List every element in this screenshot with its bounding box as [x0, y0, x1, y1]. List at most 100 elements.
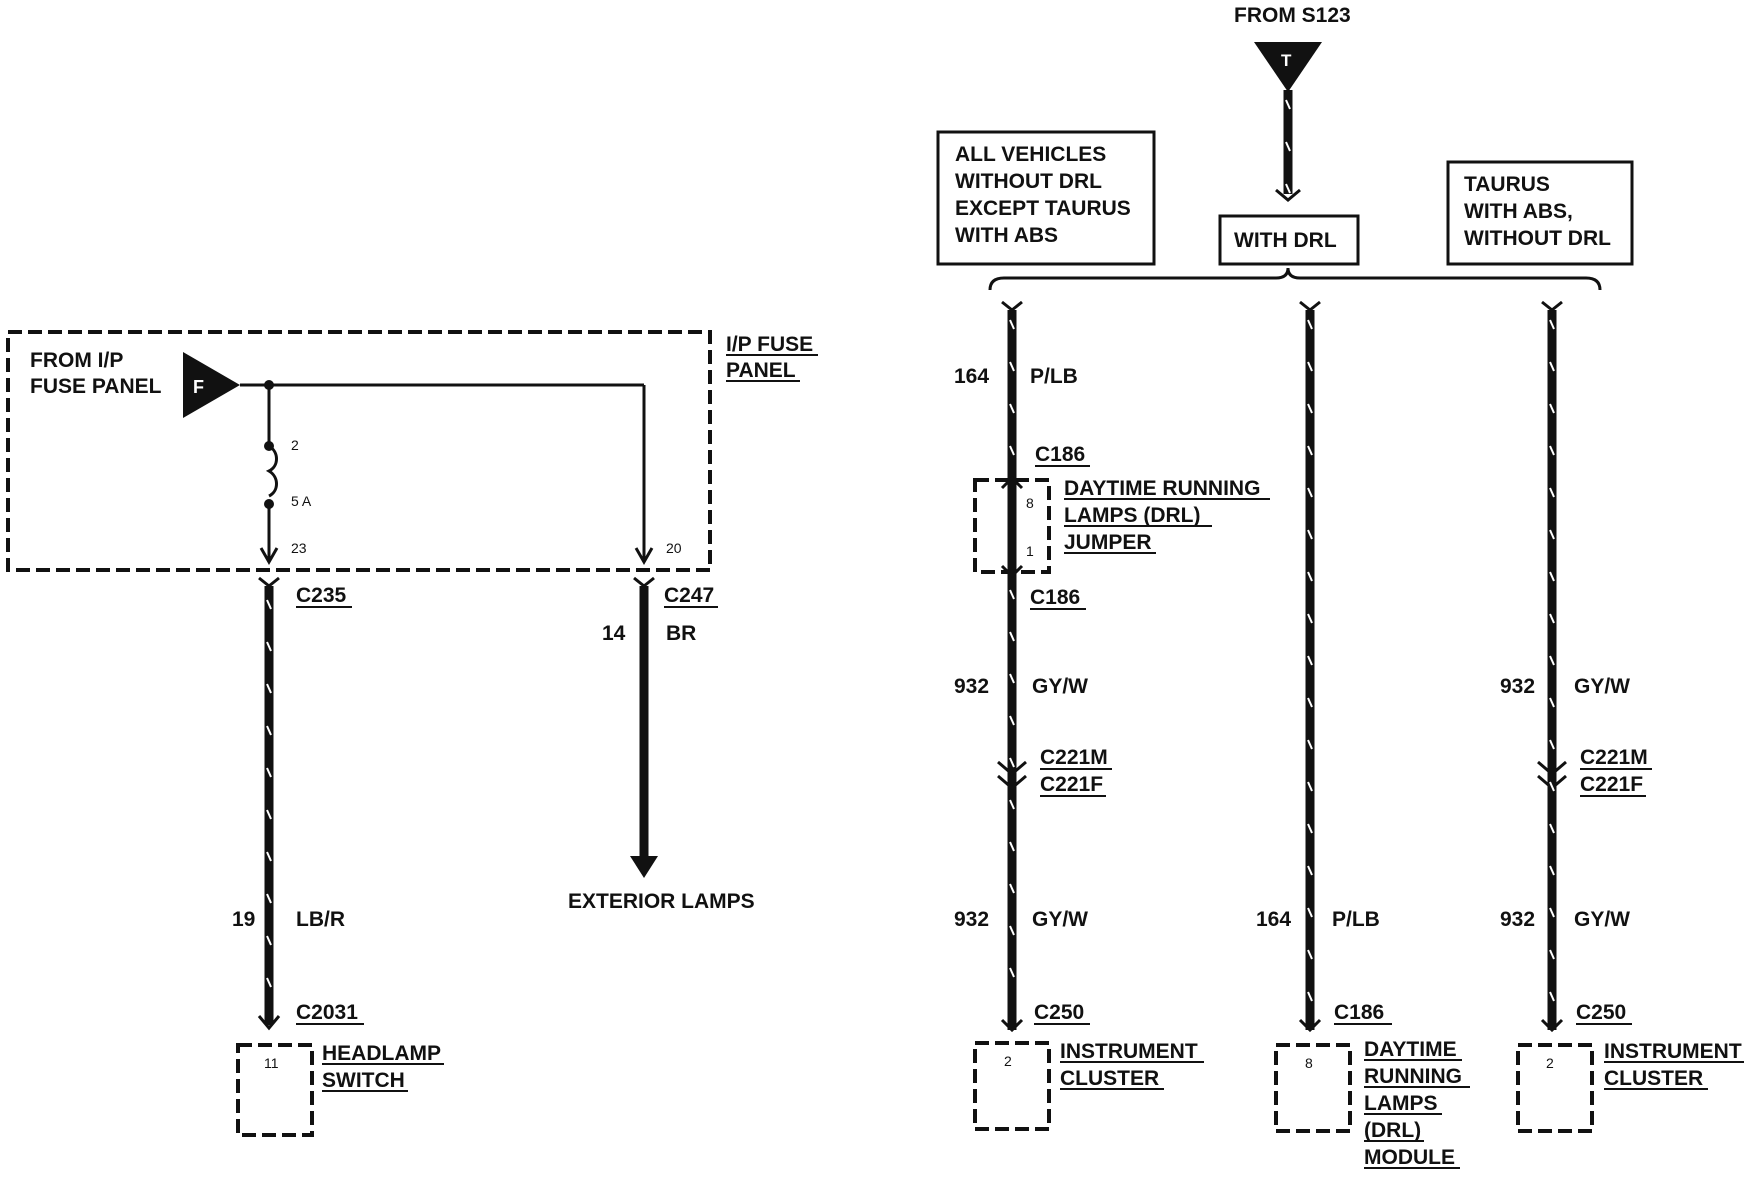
headlamp-switch-box: [236, 1043, 314, 1137]
wire-tick: [1009, 925, 1015, 936]
wire-tick: [266, 809, 272, 820]
branch-c-circuit-2: 932: [1500, 908, 1535, 931]
instrument-cluster-a-pin: 2: [1004, 1053, 1012, 1069]
wire-tick: [1549, 319, 1555, 330]
branch-c: 932 GY/W C221M C221F 932 GY/W C250 2 INS…: [1500, 300, 1744, 1133]
fuse-panel: FROM I/P FUSE PANEL F 2 5 A 23 20 I/P FU…: [6, 330, 818, 572]
instrument-cluster-c-label-2: CLUSTER: [1604, 1067, 1703, 1090]
wire-tick: [1549, 949, 1555, 960]
fuse-source-label-1: FROM I/P: [30, 349, 123, 372]
drl-module-label-1: DAYTIME: [1364, 1038, 1457, 1061]
branch-a-color-1: P/LB: [1030, 365, 1078, 388]
wire-tick: [1009, 841, 1015, 852]
wire-tick: [1009, 715, 1015, 726]
wire-tick: [1549, 361, 1555, 372]
wire-tick: [1307, 319, 1313, 330]
fuse-source-triangle-icon: [183, 352, 240, 418]
wire-tick: [1307, 487, 1313, 498]
wire-tick: [1307, 613, 1313, 624]
variant-conditions: ALL VEHICLES WITHOUT DRL EXCEPT TAURUS W…: [936, 130, 1634, 291]
instrument-cluster-c-pin: 2: [1546, 1055, 1554, 1071]
wire-tick: [1009, 799, 1015, 810]
instrument-cluster-a-label-2: CLUSTER: [1060, 1067, 1159, 1090]
wire-tick: [1549, 529, 1555, 540]
headlamp-switch-label-2: SWITCH: [322, 1069, 405, 1092]
drl-module-pin: 8: [1305, 1055, 1313, 1071]
wire-tick: [1307, 655, 1313, 666]
splice-label: FROM S123: [1234, 4, 1351, 27]
branch-a-circuit-2: 932: [954, 675, 989, 698]
wire-color-lbr: LB/R: [296, 908, 345, 931]
branch-a-color-2: GY/W: [1032, 675, 1088, 698]
connector-c2031: C2031: [296, 1001, 358, 1024]
exterior-lamps-arrow-icon: [630, 856, 658, 878]
wire-tick: [266, 683, 272, 694]
wire-tick: [1307, 907, 1313, 918]
branch-a-connector-c250: C250: [1034, 1001, 1084, 1024]
wire-tick: [1009, 403, 1015, 414]
branch-a: 164 P/LB C186 8 1 DAYTIME RUNNING LAMPS …: [954, 300, 1270, 1131]
circuit-number-19: 19: [232, 908, 255, 931]
variant-brace: [988, 267, 1602, 291]
fuse-pin-out: 23: [291, 540, 307, 556]
drl-module-label-4: (DRL): [1364, 1119, 1421, 1142]
drl-module-label-2: RUNNING: [1364, 1065, 1462, 1088]
branch-c-inline-f: C221F: [1580, 773, 1643, 796]
fuse-panel-box: [6, 330, 712, 572]
wire-tick: [1307, 865, 1313, 876]
branch-c-color-1: GY/W: [1574, 675, 1630, 698]
wire-tick: [1285, 141, 1291, 152]
branch-a-inline-f: C221F: [1040, 773, 1103, 796]
drl-jumper-label-1: DAYTIME RUNNING: [1064, 477, 1260, 500]
wire-tick: [1307, 949, 1313, 960]
fuse-pin-in: 2: [291, 437, 299, 453]
wire-tick: [1307, 697, 1313, 708]
wire-tick: [1549, 655, 1555, 666]
variant-a-line-3: EXCEPT TAURUS: [955, 197, 1131, 220]
headlamp-switch-pin: 11: [264, 1055, 279, 1071]
fuse-source-label-2: FUSE PANEL: [30, 375, 162, 398]
wire-tick: [1549, 823, 1555, 834]
wire-tick: [1307, 991, 1313, 1002]
wire-tick: [1009, 967, 1015, 978]
branch-c-connector-c250: C250: [1576, 1001, 1626, 1024]
wire-tick: [1307, 823, 1313, 834]
variant-a-line-2: WITHOUT DRL: [955, 170, 1102, 193]
instrument-cluster-c-box: [1516, 1043, 1594, 1133]
wire-tick: [1307, 403, 1313, 414]
wire-tick: [1307, 361, 1313, 372]
wire-tick: [1285, 183, 1291, 194]
wire-tick: [1549, 907, 1555, 918]
fuse-element-icon: [265, 444, 278, 498]
wire-tick: [1307, 529, 1313, 540]
wire-color-br: BR: [666, 622, 696, 645]
wire-tick: [266, 725, 272, 736]
branch-a-inline-m: C221M: [1040, 746, 1108, 769]
branch-c-color-2: GY/W: [1574, 908, 1630, 931]
variant-c-line-1: TAURUS: [1464, 173, 1550, 196]
branch-a-circuit-1: 164: [954, 365, 989, 388]
wire-tick: [1549, 865, 1555, 876]
branch-b-circuit: 164: [1256, 908, 1291, 931]
wire-tick: [266, 599, 272, 610]
variant-c-line-3: WITHOUT DRL: [1464, 227, 1611, 250]
fuse-source-symbol: F: [193, 377, 204, 397]
fuse-panel-label-2: PANEL: [726, 359, 796, 382]
wire-tick: [1285, 99, 1291, 110]
instrument-cluster-a-label-1: INSTRUMENT: [1060, 1040, 1198, 1063]
connector-c186-top: C186: [1035, 443, 1085, 466]
wire-tick: [1009, 589, 1015, 600]
connector-c247: C247: [664, 584, 714, 607]
variant-a-box: [936, 130, 1156, 266]
circuit-number-14: 14: [602, 622, 626, 645]
wire-tick: [1549, 487, 1555, 498]
wire-tick: [1549, 403, 1555, 414]
wire-tick: [266, 935, 272, 946]
wire-tick: [266, 977, 272, 988]
fuse-rating: 5 A: [291, 493, 312, 509]
branch-b-color: P/LB: [1332, 908, 1380, 931]
wire-tick: [266, 641, 272, 652]
bypass-pin: 20: [666, 540, 682, 556]
variant-b-box: [1218, 214, 1360, 266]
variant-b-line-1: WITH DRL: [1234, 229, 1337, 252]
